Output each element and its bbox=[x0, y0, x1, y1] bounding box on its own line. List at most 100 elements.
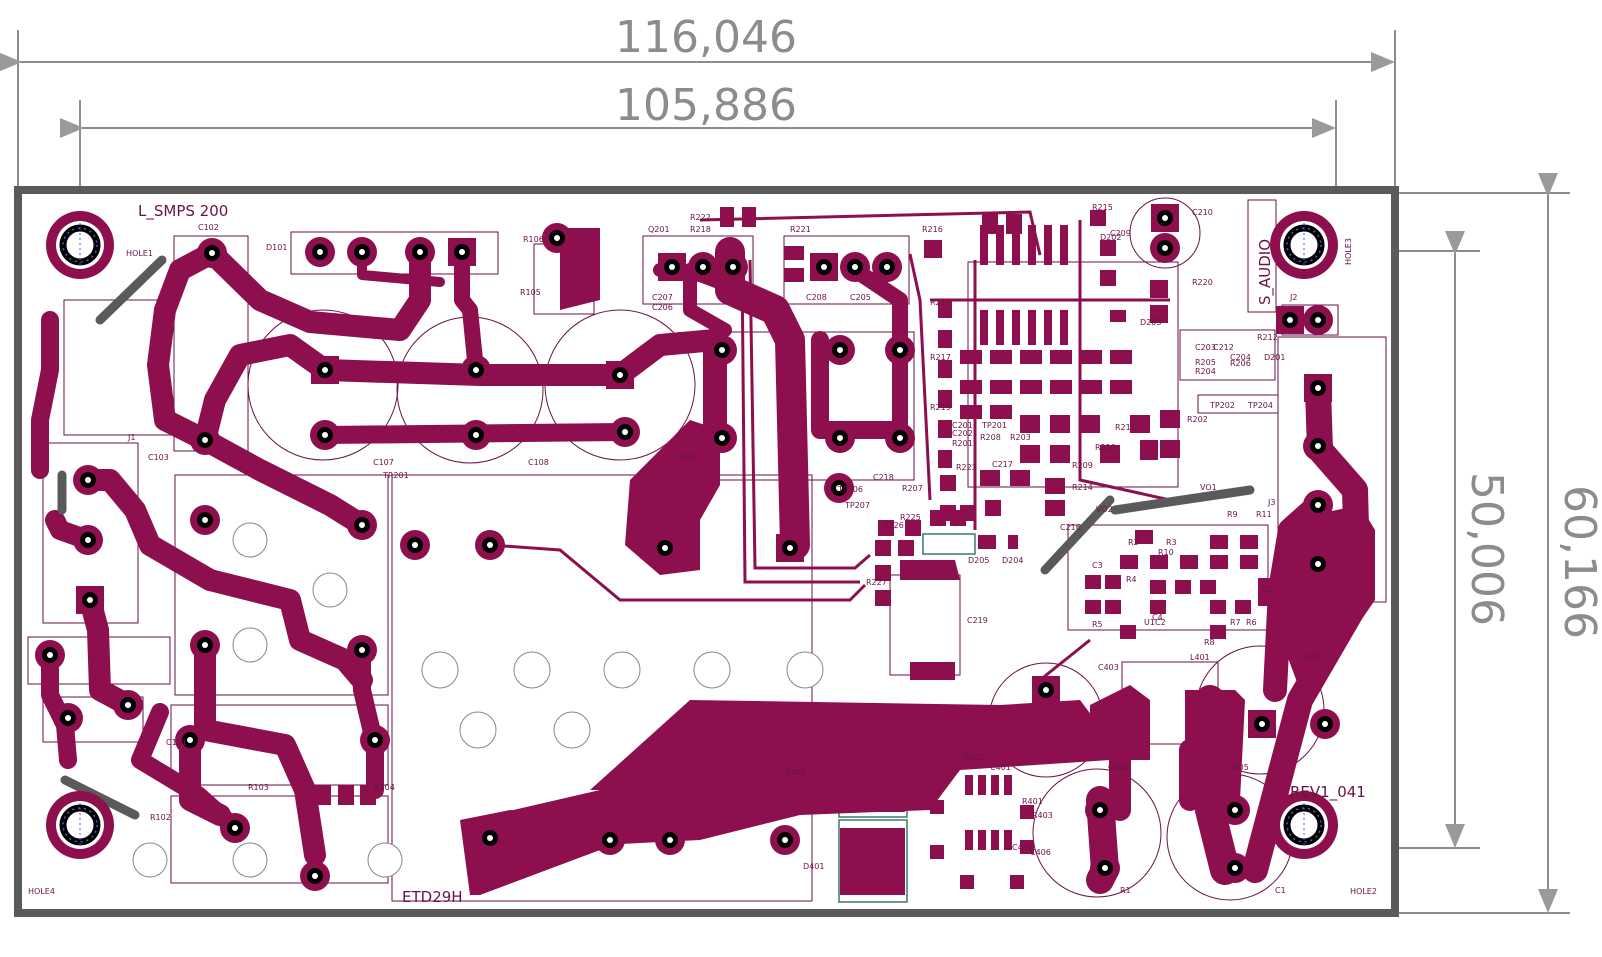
ref-label-r223: R223 bbox=[956, 463, 977, 472]
ref-label-tp202: TP202 bbox=[1209, 401, 1235, 410]
ref-label-c203: C203 bbox=[1195, 343, 1216, 352]
ref-label-c206: C206 bbox=[652, 303, 673, 312]
ref-label-r9: R9 bbox=[1227, 510, 1238, 519]
ref-label-r105: R105 bbox=[520, 288, 541, 297]
ref-label-r226: R226 bbox=[883, 521, 904, 530]
ref-label-r401: R401 bbox=[1022, 797, 1043, 806]
ref-label-c209: C209 bbox=[1110, 229, 1131, 238]
ref-label-c3: C3 bbox=[1092, 561, 1103, 570]
ref-label-c204: C204 bbox=[1230, 353, 1251, 362]
ref-label-c216: C216 bbox=[1060, 523, 1081, 532]
ref-label-r203: R203 bbox=[1010, 433, 1031, 442]
ref-label-c401: C401 bbox=[990, 763, 1011, 772]
ref-label-c2: C2 bbox=[1155, 618, 1166, 627]
ref-label-r402: R402 bbox=[963, 753, 984, 762]
ref-label-d202: D202 bbox=[1100, 233, 1121, 242]
hole-label-3: HOLE3 bbox=[1344, 238, 1353, 265]
ref-label-c403: C403 bbox=[1098, 663, 1119, 672]
ref-label-r201: R201 bbox=[952, 439, 973, 448]
ref-label-c207: C207 bbox=[652, 293, 673, 302]
dimension-overall-height: 60,166 bbox=[1554, 485, 1602, 639]
ref-label-r2: R2 bbox=[1128, 538, 1139, 547]
ref-label-r102: R102 bbox=[150, 813, 171, 822]
ref-label-c106: C106 bbox=[674, 453, 695, 462]
ref-label-r103: R103 bbox=[248, 783, 269, 792]
ref-label-r216: R216 bbox=[922, 225, 943, 234]
ref-label-r204: R204 bbox=[1195, 367, 1216, 376]
ref-label-c219: C219 bbox=[967, 616, 988, 625]
hole-label-4: HOLE4 bbox=[28, 887, 55, 896]
ref-label-r227: R227 bbox=[866, 578, 887, 587]
board-name: L_SMPS 200 bbox=[138, 202, 228, 221]
ref-label-d402: D402 bbox=[785, 768, 806, 777]
ref-label-r213: R213 bbox=[930, 298, 951, 307]
ref-label-r215: R215 bbox=[1092, 203, 1113, 212]
ref-label-d401: D401 bbox=[803, 862, 824, 871]
ref-label-r214: R214 bbox=[1072, 483, 1093, 492]
transformer-holes bbox=[132, 522, 1062, 878]
ref-label-r222: R222 bbox=[690, 213, 711, 222]
ref-label-d205: D205 bbox=[968, 556, 989, 565]
ref-label-r1: R1 bbox=[1120, 886, 1131, 895]
ref-label-c210: C210 bbox=[1192, 208, 1213, 217]
ref-label-c108: C108 bbox=[528, 458, 549, 467]
ref-label-l401: L401 bbox=[1190, 653, 1210, 662]
ref-label-r208: R208 bbox=[980, 433, 1001, 442]
ref-label-u1: U1 bbox=[1144, 618, 1155, 627]
ref-label-r225: R225 bbox=[900, 513, 921, 522]
ref-label-r10: R10 bbox=[1158, 548, 1174, 557]
mounting-holes bbox=[46, 211, 1338, 859]
ref-label-c202: C202 bbox=[952, 429, 973, 438]
hole-label-2: HOLE2 bbox=[1350, 887, 1377, 896]
ref-label-j2: J2 bbox=[1289, 293, 1297, 302]
ref-label-d203: D203 bbox=[1140, 318, 1161, 327]
dimension-overall-width: 116,046 bbox=[615, 12, 797, 63]
ref-label-tp201: TP201 bbox=[981, 421, 1007, 430]
ref-label-r212: R212 bbox=[1257, 333, 1278, 342]
smd-pads bbox=[315, 207, 1270, 889]
ref-label-c4: C4 bbox=[1152, 613, 1163, 622]
ref-label-c208: C208 bbox=[806, 293, 827, 302]
ref-label-d101: D101 bbox=[266, 243, 287, 252]
ref-label-r5: R5 bbox=[1092, 620, 1103, 629]
ref-label-c404: C404 bbox=[1108, 763, 1129, 772]
dimension-hole-spacing-x: 105,886 bbox=[615, 80, 797, 131]
ref-label-r205: R205 bbox=[1195, 358, 1216, 367]
dimension-lines bbox=[0, 30, 1570, 914]
ref-label-c205: C205 bbox=[850, 293, 871, 302]
ref-label-tp204: TP204 bbox=[1247, 401, 1273, 410]
ref-label-r220: R220 bbox=[1192, 278, 1213, 287]
ref-label-vo1: VO1 bbox=[1200, 483, 1217, 492]
ref-label-c405: C405 bbox=[1228, 763, 1249, 772]
ref-label-c218: C218 bbox=[873, 473, 894, 482]
ref-label-r221: R221 bbox=[790, 225, 811, 234]
ref-label-r7: R7 bbox=[1230, 618, 1241, 627]
ref-label-r8: R8 bbox=[1204, 638, 1215, 647]
ref-label-d201: D201 bbox=[1264, 353, 1285, 362]
ref-label-r11: R11 bbox=[1256, 510, 1272, 519]
ref-label-r6: R6 bbox=[1246, 618, 1257, 627]
ref-label-c103: C103 bbox=[148, 453, 169, 462]
ref-label-c407: C407 bbox=[1300, 653, 1321, 662]
ref-label-c217: C217 bbox=[992, 460, 1013, 469]
thin-traces bbox=[489, 210, 1171, 682]
dimension-hole-spacing-y: 50,006 bbox=[1461, 472, 1512, 626]
ref-label-j3: J3 bbox=[1267, 498, 1275, 507]
ref-label-c102: C102 bbox=[198, 223, 219, 232]
ref-label-c402: C402 bbox=[1012, 843, 1033, 852]
brand-label: S_AUDIO bbox=[1256, 239, 1275, 305]
component-pads bbox=[35, 204, 1340, 891]
ref-label-c1: C1 bbox=[1275, 886, 1286, 895]
ref-label-r219: R219 bbox=[930, 403, 951, 412]
ref-label-r403: R403 bbox=[1032, 811, 1053, 820]
ref-label-r207: R207 bbox=[902, 484, 923, 493]
ref-label-tr201: TR201 bbox=[382, 471, 409, 480]
ref-label-r104: R104 bbox=[374, 783, 395, 792]
heatsink-bars bbox=[57, 255, 1255, 820]
ref-label-c212: C212 bbox=[1213, 343, 1234, 352]
ref-label-c101: C101 bbox=[166, 738, 187, 747]
revision-label: REV1_041 bbox=[1290, 783, 1366, 802]
ref-label-tp206: TP206 bbox=[837, 485, 863, 494]
